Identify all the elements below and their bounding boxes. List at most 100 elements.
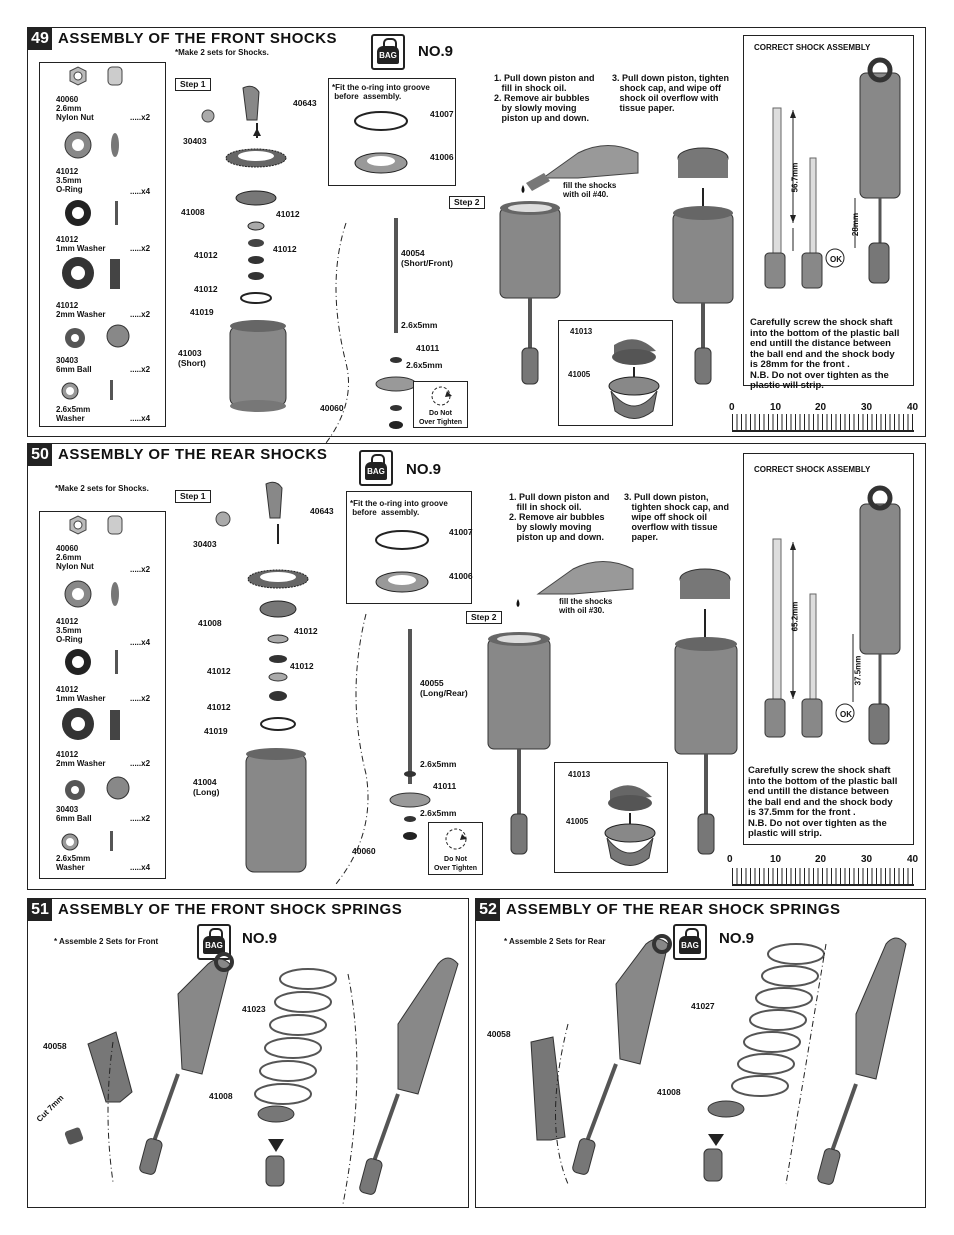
- part-label: 41013: [568, 770, 591, 779]
- part-qty: .....x2: [130, 113, 151, 122]
- part-label: 40643: [310, 506, 334, 516]
- correct-shock-illustration: [764, 485, 901, 745]
- part-qty: .....x2: [130, 565, 151, 574]
- bag-number: NO.9: [242, 930, 278, 947]
- part-label: 41008: [657, 1087, 681, 1097]
- ruler-tick: 10: [770, 854, 782, 865]
- bag-number: NO.9: [406, 461, 442, 478]
- part-label: 41008: [198, 618, 222, 628]
- bag-label: BAG: [205, 941, 223, 950]
- parts-list: 40060 2.6mm Nylon Nut .....x2 41012 3.5m…: [39, 62, 166, 427]
- part-label: 2.6x5mm: [420, 808, 457, 818]
- part-code: 41012: [56, 685, 79, 694]
- spring-assembly-diagram: [530, 934, 907, 1185]
- part-label: 41019: [190, 307, 214, 317]
- ruler-tick: 30: [861, 854, 873, 865]
- bag-label: BAG: [379, 51, 397, 60]
- part-label: 40058: [487, 1029, 511, 1039]
- tighten-arrow-icon: [445, 828, 467, 850]
- step-number: 50: [28, 444, 52, 466]
- step2-tag: Step 2: [466, 611, 502, 624]
- part-name: 2.6x5mm Washer: [56, 854, 91, 872]
- measure-ruler: [732, 868, 914, 886]
- cap-detail-box: [558, 320, 673, 426]
- ruler-tick: 10: [770, 402, 782, 413]
- part-qty: .....x4: [130, 187, 151, 196]
- correct-shock-illustration: [764, 57, 901, 289]
- part-label: 2.6x5mm: [406, 360, 443, 370]
- parts-icons: [61, 515, 130, 851]
- panel-50-rear-shocks: 50 ASSEMBLY OF THE REAR SHOCKS BAG NO.9 …: [27, 443, 926, 890]
- part-label: 40060: [352, 846, 376, 856]
- part-code: 41012: [56, 301, 79, 310]
- instructions-3: 3. Pull down piston, tighten shock cap, …: [624, 492, 730, 542]
- ruler-tick: 20: [815, 402, 827, 413]
- do-not-overtighten: Do Not Over Tighten: [433, 856, 478, 872]
- spring-assembly-diagram: [64, 952, 459, 1205]
- do-not-overtighten-box: Do Not Over Tighten: [413, 381, 468, 428]
- part-label: 41027: [691, 1001, 715, 1011]
- part-label: 41007: [430, 109, 454, 119]
- instructions-1-2: 1. Pull down piston and fill in shock oi…: [509, 492, 610, 542]
- bag-icon: BAG: [359, 450, 393, 486]
- part-label: 41012: [207, 666, 231, 676]
- part-qty: .....x2: [130, 244, 151, 253]
- careful-note: Carefully screw the shock shaft into the…: [750, 317, 900, 391]
- measure-ruler: [732, 414, 914, 432]
- part-code: 40060: [56, 544, 79, 553]
- bag-label: BAG: [681, 941, 699, 950]
- step-number: 52: [476, 899, 500, 921]
- correct-assembly-title: CORRECT SHOCK ASSEMBLY: [754, 43, 871, 52]
- part-name: 1mm Washer: [56, 694, 106, 703]
- ruler-tick: 0: [729, 402, 735, 413]
- dim-label-gap: 37.5mm: [853, 655, 863, 686]
- sets-note: * Assemble 2 Sets for Front: [54, 937, 159, 946]
- part-code: 41012: [56, 617, 79, 626]
- oil-note: fill the shocks with oil #40.: [563, 181, 617, 199]
- part-label: 2.6x5mm: [420, 759, 457, 769]
- ruler-tick: 40: [907, 854, 919, 865]
- part-label: 30403: [193, 539, 217, 549]
- part-label: 41012: [207, 702, 231, 712]
- tighten-arrow-icon: [431, 386, 452, 406]
- part-label: 41006: [430, 152, 454, 162]
- part-code: 41012: [56, 167, 79, 176]
- cap-detail-illustration: [604, 785, 656, 866]
- part-code: 41012: [56, 750, 79, 759]
- part-label: 41019: [204, 726, 228, 736]
- step-number: 49: [28, 28, 52, 50]
- oring-note: *Fit the o-ring into groove before assem…: [332, 83, 430, 101]
- part-label: 40054 (Short/Front): [401, 248, 453, 268]
- oring-illustration: [375, 530, 429, 593]
- bag-icon: BAG: [673, 924, 707, 960]
- step-number: 51: [28, 899, 52, 921]
- part-name: 2.6mm Nylon Nut: [56, 553, 94, 571]
- ok-label: OK: [840, 710, 852, 719]
- part-name: 3.5mm O-Ring: [56, 176, 83, 194]
- ruler-tick: 0: [727, 854, 733, 865]
- oil-fill-illustration: [487, 561, 738, 855]
- part-name: 2mm Washer: [56, 759, 106, 768]
- part-label: 41012: [276, 209, 300, 219]
- part-code: 41012: [56, 235, 79, 244]
- bag-number: NO.9: [418, 43, 454, 60]
- ruler-tick: 40: [907, 402, 919, 413]
- panel-52-rear-springs: 52 ASSEMBLY OF THE REAR SHOCK SPRINGS BA…: [475, 898, 926, 1208]
- instructions-3: 3. Pull down piston, tighten shock cap, …: [612, 73, 729, 113]
- part-label: 40055 (Long/Rear): [420, 678, 468, 698]
- panel-title: ASSEMBLY OF THE FRONT SHOCK SPRINGS: [58, 901, 403, 918]
- careful-note: Carefully screw the shock shaft into the…: [748, 765, 898, 839]
- part-label: 41012: [194, 284, 218, 294]
- part-name: 2.6x5mm Washer: [56, 405, 91, 423]
- do-not-overtighten-box: Do Not Over Tighten: [428, 822, 483, 875]
- part-label: 41004 (Long): [193, 777, 220, 797]
- part-label: 41011: [416, 343, 440, 353]
- part-label: 41012: [294, 626, 318, 636]
- part-label: 41003 (Short): [178, 348, 206, 368]
- dim-label-length: 65.2mm: [790, 601, 800, 632]
- panel-title: ASSEMBLY OF THE FRONT SHOCKS: [58, 30, 338, 47]
- oring-callout: [328, 78, 456, 186]
- panel-49-front-shocks: 49 ASSEMBLY OF THE FRONT SHOCKS BAG NO.9…: [27, 27, 926, 444]
- part-qty: .....x4: [130, 414, 151, 423]
- part-name: 3.5mm O-Ring: [56, 626, 83, 644]
